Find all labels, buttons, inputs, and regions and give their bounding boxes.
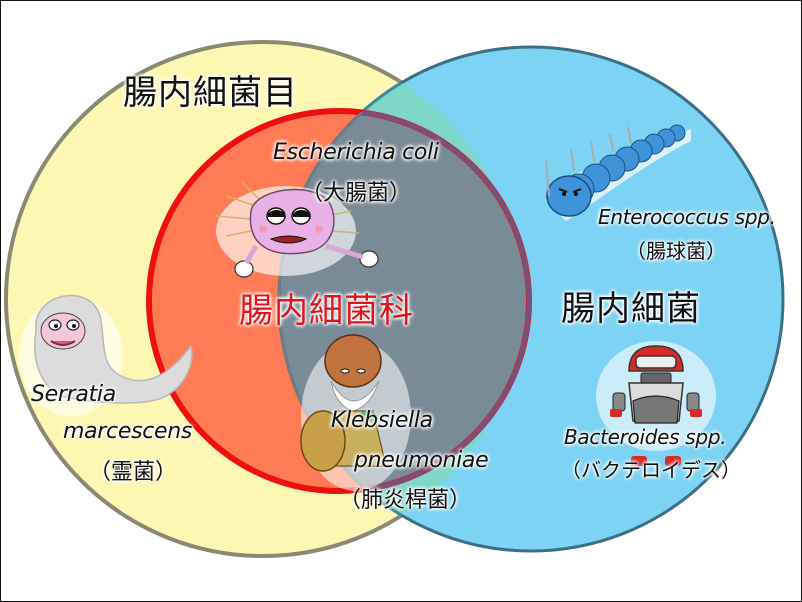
family-label: 腸内細菌科	[239, 291, 414, 331]
gut-label: 腸内細菌	[561, 289, 701, 329]
serratia-japanese-name: （霊菌）	[89, 460, 178, 485]
blue-centipede-character	[545, 124, 691, 221]
enterococcus-scientific-name: Enterococcus spp.	[598, 205, 776, 229]
old-man-character	[300, 334, 411, 491]
serratia-scientific-name-line1: Serratia	[31, 382, 116, 407]
diver-robot-character	[596, 341, 716, 466]
ecoli-scientific-name: Escherichia coli	[273, 140, 439, 165]
bacteroides-scientific-name: Bacteroides spp.	[564, 425, 727, 449]
klebsiella-scientific-name-line2: pneumoniae	[354, 448, 489, 473]
enterococcus-japanese-name: （腸球菌）	[626, 239, 726, 263]
ecoli-japanese-name: （大腸菌）	[301, 181, 412, 206]
pink-bacterium-character	[215, 180, 379, 278]
klebsiella-scientific-name-line1: Klebsiella	[331, 408, 433, 433]
serratia-scientific-name-line2: marcescens	[63, 419, 193, 444]
bacteroides-japanese-name: （バクテロイデス）	[561, 458, 741, 482]
ghost-character	[19, 294, 193, 416]
klebsiella-japanese-name: （肺炎桿菌）	[339, 488, 472, 513]
order-label: 腸内細菌目	[123, 73, 298, 113]
